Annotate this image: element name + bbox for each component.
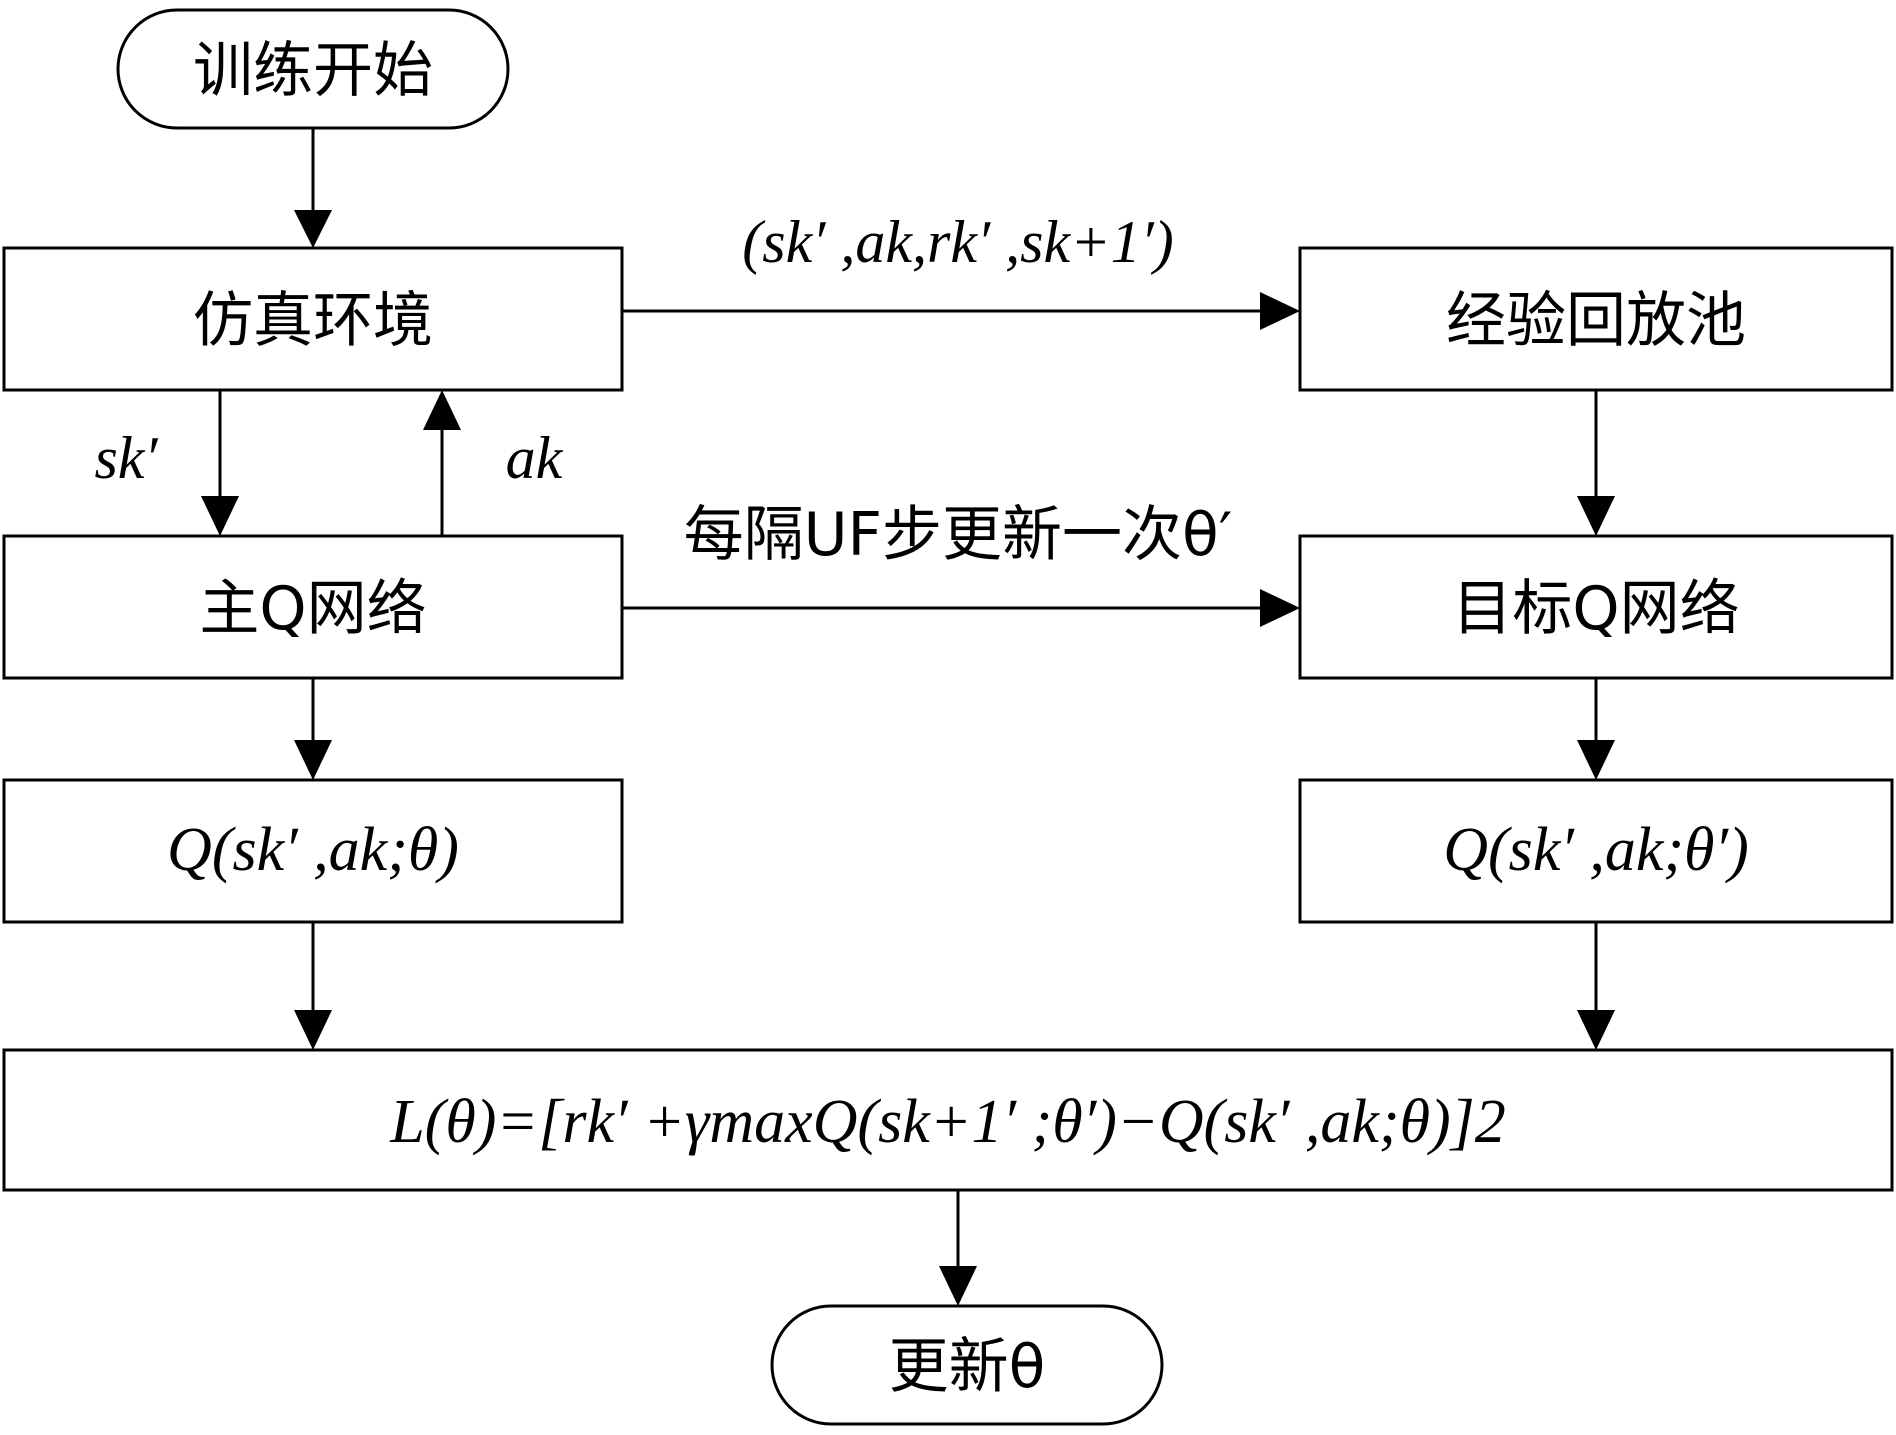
node-loss: L(θ)=[rk′ +γmaxQ(sk+1′ ;θ′)−Q(sk′ ,ak;θ)…	[2, 1048, 1894, 1192]
node-replay-pool-label: 经验回放池	[1446, 286, 1746, 356]
node-main-q: 主Q网络	[2, 534, 624, 680]
edge-replay-pool-to-target-q	[1577, 390, 1615, 536]
edge-action-label: ak	[506, 425, 564, 491]
edge-state-label: sk′	[94, 425, 158, 491]
edge-main-q-to-sim-env	[423, 390, 461, 536]
edge-target-q-to-target-q-value	[1577, 678, 1615, 780]
edge-main-q-to-target-q	[622, 589, 1300, 627]
node-loss-label: L(θ)=[rk′ +γmaxQ(sk+1′ ;θ′)−Q(sk′ ,ak;θ)…	[389, 1088, 1506, 1156]
edge-sync-label: 每隔UF步更新一次θ′	[684, 500, 1233, 570]
node-target-q-label: 目标Q网络	[1452, 574, 1739, 644]
node-target-q-value-label: Q(sk′ ,ak;θ′)	[1443, 816, 1748, 884]
edge-sim-env-to-main-q	[201, 390, 239, 536]
node-sim-env: 仿真环境	[2, 246, 624, 392]
node-replay-pool: 经验回放池	[1298, 246, 1894, 392]
node-start: 训练开始	[116, 8, 510, 130]
node-sim-env-label: 仿真环境	[193, 286, 433, 356]
node-end: 更新θ	[770, 1304, 1164, 1426]
edge-main-q-to-main-q-value	[294, 678, 332, 780]
edge-transition-tuple-label: (sk′ ,ak,rk′ ,sk+1′)	[742, 209, 1173, 275]
node-target-q-value: Q(sk′ ,ak;θ′)	[1298, 778, 1894, 924]
node-main-q-value-label: Q(sk′ ,ak;θ)	[167, 816, 459, 884]
edge-target-q-value-to-loss	[1577, 922, 1615, 1050]
node-main-q-value: Q(sk′ ,ak;θ)	[2, 778, 624, 924]
node-main-q-label: 主Q网络	[199, 574, 426, 644]
edge-loss-to-end	[939, 1190, 977, 1306]
edge-start-to-sim-env	[294, 128, 332, 248]
edge-main-q-value-to-loss	[294, 922, 332, 1050]
node-start-label: 训练开始	[193, 36, 433, 106]
edge-sim-env-to-replay-pool	[622, 292, 1300, 330]
node-target-q: 目标Q网络	[1298, 534, 1894, 680]
node-end-label: 更新θ	[889, 1332, 1046, 1402]
